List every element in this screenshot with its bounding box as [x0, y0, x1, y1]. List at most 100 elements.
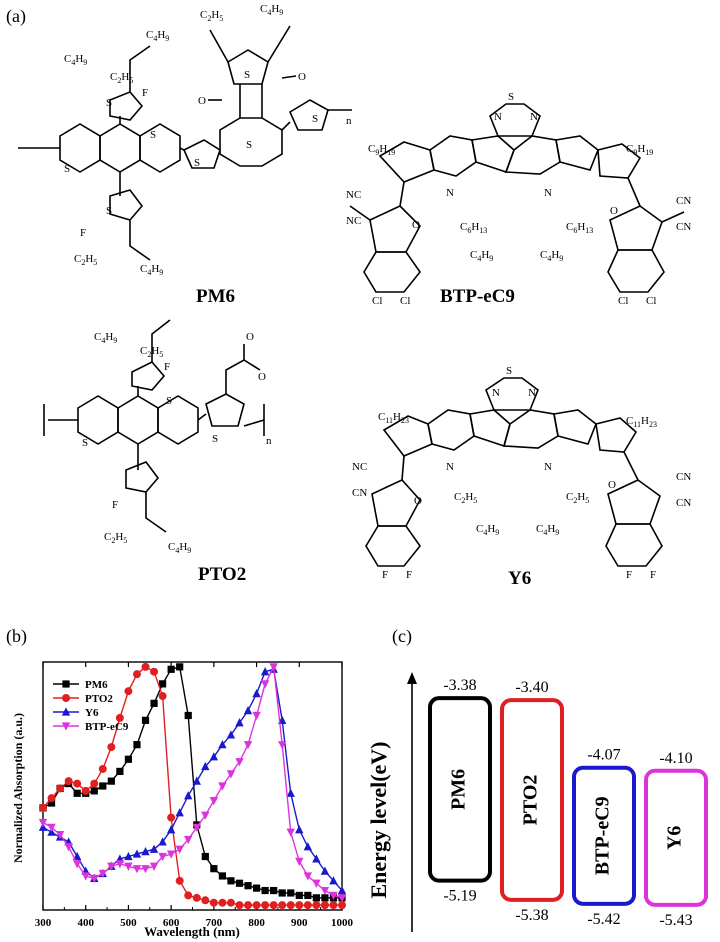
data-point — [286, 828, 295, 837]
svg-text:CN: CN — [676, 195, 691, 207]
svg-text:N: N — [494, 111, 502, 123]
data-point — [115, 713, 124, 722]
data-point — [312, 879, 321, 888]
series-pto2 — [39, 662, 346, 910]
data-point — [192, 823, 201, 832]
x-tick-label: 600 — [163, 917, 180, 929]
data-point — [141, 716, 150, 724]
svg-text:N: N — [528, 387, 536, 399]
svg-text:O: O — [608, 479, 616, 491]
data-point — [235, 901, 244, 910]
data-point — [107, 777, 115, 785]
svg-text:C4H9: C4H9 — [476, 523, 499, 537]
svg-text:C9H19: C9H19 — [368, 143, 395, 157]
data-point — [235, 879, 244, 887]
svg-text:C4H9: C4H9 — [470, 249, 493, 263]
homo-value: -5.19 — [443, 888, 476, 905]
data-point — [149, 844, 159, 853]
series-btp-ec9 — [38, 663, 347, 903]
svg-text:S: S — [194, 157, 200, 169]
svg-text:C6H13: C6H13 — [566, 221, 593, 235]
data-point — [269, 663, 278, 672]
data-point — [184, 791, 193, 800]
data-point — [226, 770, 236, 779]
svg-text:C4H9: C4H9 — [536, 523, 559, 537]
svg-text:O: O — [298, 71, 306, 83]
data-point — [210, 865, 218, 873]
data-point — [47, 799, 56, 807]
data-point — [218, 898, 227, 907]
data-point — [320, 886, 330, 896]
data-point — [320, 901, 329, 910]
data-point — [107, 743, 116, 752]
x-tick-label: 700 — [206, 917, 223, 929]
svg-text:N: N — [446, 461, 454, 473]
data-point — [39, 803, 47, 812]
data-point — [124, 851, 133, 861]
data-point — [124, 755, 133, 763]
pto2-structure — [43, 319, 265, 533]
svg-text:S: S — [246, 139, 252, 151]
energy-axis-arrow — [407, 672, 417, 684]
svg-text:F: F — [112, 499, 118, 511]
data-point — [201, 761, 210, 771]
data-point — [107, 862, 116, 871]
data-point — [133, 741, 141, 749]
svg-text:S: S — [508, 91, 514, 103]
data-point — [73, 789, 81, 797]
svg-text:C4H9: C4H9 — [146, 29, 169, 43]
data-point — [184, 835, 193, 845]
energy-axis-label: Energy level(eV) — [366, 742, 391, 899]
data-point — [62, 680, 70, 688]
data-point — [90, 874, 99, 883]
data-point — [184, 711, 192, 720]
svg-text:S: S — [312, 113, 318, 125]
svg-text:CN: CN — [676, 471, 691, 483]
data-point — [226, 730, 236, 739]
data-point — [55, 831, 65, 840]
data-point — [158, 837, 167, 846]
svg-text:F: F — [406, 569, 412, 581]
data-point — [115, 860, 125, 869]
energy-box — [572, 765, 636, 906]
data-point — [124, 862, 133, 871]
svg-text:S: S — [506, 365, 512, 377]
data-point — [270, 886, 278, 895]
svg-text:NC: NC — [346, 215, 361, 227]
data-point — [141, 865, 150, 874]
data-point — [149, 862, 159, 871]
svg-text:CN: CN — [352, 487, 367, 499]
panel-label-c: (c) — [392, 626, 412, 646]
material-label: PTO2 — [520, 775, 542, 826]
legend-label: PTO2 — [85, 693, 113, 705]
svg-text:C4H9: C4H9 — [260, 3, 283, 17]
data-point — [269, 901, 278, 910]
svg-text:Cl: Cl — [646, 295, 656, 307]
energy-box — [644, 768, 708, 907]
data-point — [176, 663, 184, 671]
data-point — [38, 818, 48, 828]
x-tick-label: 800 — [248, 917, 265, 929]
svg-text:O: O — [412, 219, 420, 231]
data-point — [260, 680, 270, 689]
svg-text:C4H9: C4H9 — [140, 263, 163, 277]
energy-box — [428, 696, 492, 883]
legend-label: BTP-eC9 — [85, 721, 129, 733]
energy-box — [500, 698, 564, 902]
svg-text:S: S — [106, 97, 112, 109]
data-point — [150, 699, 158, 707]
data-point — [235, 718, 244, 727]
data-point — [329, 891, 338, 901]
data-point — [286, 901, 295, 910]
pm6-atom-labels: C4H9 C2H5 F S S S S F S C2H5 C4H9 C4H9 C… — [64, 3, 352, 277]
homo-value: -5.42 — [587, 911, 620, 928]
data-point — [47, 823, 56, 832]
data-point — [175, 845, 184, 854]
data-point — [227, 877, 235, 885]
svg-text:C6H13: C6H13 — [460, 221, 487, 235]
panel-label-b: (b) — [6, 626, 27, 646]
lumo-value: -3.40 — [515, 679, 548, 696]
data-point — [47, 794, 56, 803]
